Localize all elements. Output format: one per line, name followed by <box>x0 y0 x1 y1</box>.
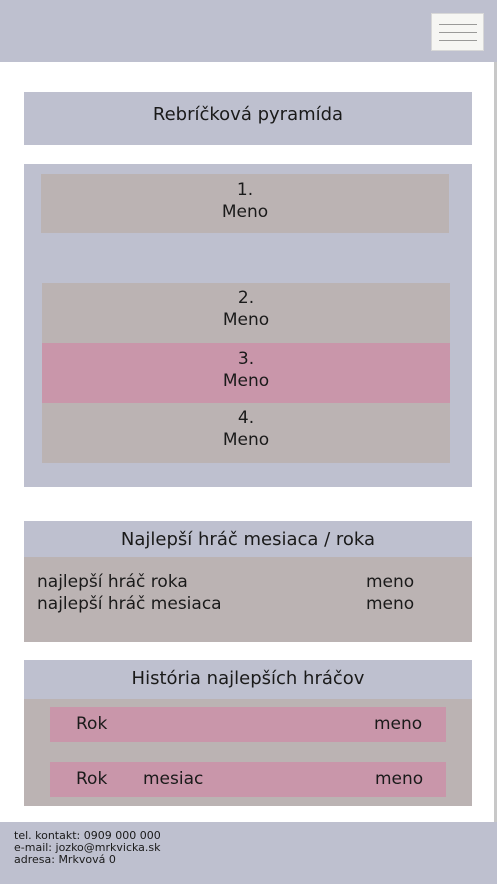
rank-name: Meno <box>221 202 269 222</box>
history-row[interactable]: Rok mesiac meno <box>50 762 446 797</box>
hamburger-line <box>439 24 477 25</box>
rank-number: 3. <box>237 349 255 369</box>
history-panel: História najlepších hráčov Rok meno Rok … <box>24 660 472 806</box>
rank-number: 1. <box>236 180 254 200</box>
footer-email: e-mail: jozko@mrkvicka.sk <box>14 841 161 854</box>
history-player-name: meno <box>375 769 424 789</box>
rank-number: 2. <box>237 288 255 308</box>
rank-item-1[interactable]: 1. Meno <box>41 174 449 233</box>
history-player-name: meno <box>374 714 423 734</box>
best-player-title: Najlepší hráč mesiaca / roka <box>120 529 376 550</box>
hamburger-menu-button[interactable] <box>431 13 484 51</box>
scrollbar-edge <box>494 62 497 822</box>
footer-phone: tel. kontakt: 0909 000 000 <box>14 829 161 842</box>
history-row[interactable]: Rok meno <box>50 707 446 742</box>
pyramid-title: Rebríčková pyramída <box>152 104 344 125</box>
best-player-year-value: meno <box>366 572 415 592</box>
best-player-month-label: najlepší hráč mesiaca <box>37 594 222 614</box>
rank-item-2[interactable]: 2. Meno <box>42 283 450 343</box>
best-player-year-label: najlepší hráč roka <box>37 572 188 592</box>
top-bar <box>0 0 497 62</box>
hamburger-line <box>439 32 477 33</box>
hamburger-line <box>439 40 477 41</box>
history-body: Rok meno Rok mesiac meno <box>24 699 472 806</box>
best-player-month-value: meno <box>366 594 415 614</box>
footer: tel. kontakt: 0909 000 000 e-mail: jozko… <box>0 822 497 884</box>
best-player-body: najlepší hráč roka meno najlepší hráč me… <box>24 557 472 642</box>
footer-address: adresa: Mrkvová 0 <box>14 853 116 866</box>
rank-item-4[interactable]: 4. Meno <box>42 403 450 463</box>
history-title: História najlepších hráčov <box>131 668 365 689</box>
rank-name: Meno <box>222 371 270 391</box>
rank-name: Meno <box>222 310 270 330</box>
rank-item-3[interactable]: 3. Meno <box>42 343 450 403</box>
rank-name: Meno <box>222 430 270 450</box>
rank-number: 4. <box>237 408 255 428</box>
pyramid-panel: 1. Meno 2. Meno 3. Meno 4. Meno <box>24 164 472 487</box>
best-player-panel: Najlepší hráč mesiaca / roka najlepší hr… <box>24 521 472 642</box>
history-year: Rok <box>76 714 108 734</box>
pyramid-title-panel: Rebríčková pyramída <box>24 92 472 145</box>
history-month: mesiac <box>143 769 204 789</box>
history-year: Rok <box>76 769 108 789</box>
